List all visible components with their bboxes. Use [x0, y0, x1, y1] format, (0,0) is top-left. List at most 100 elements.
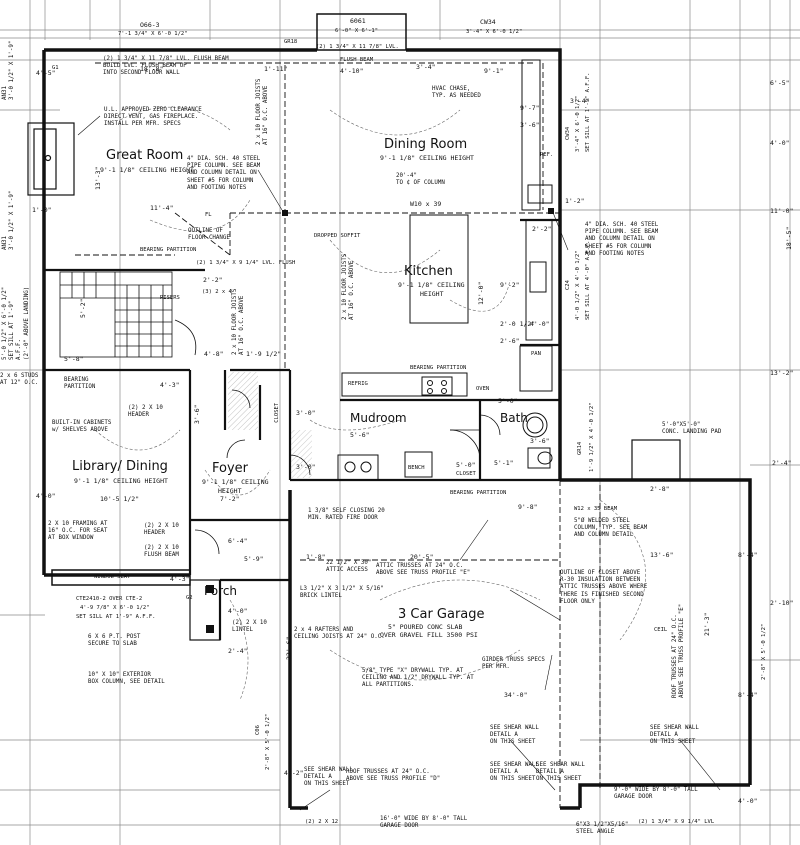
- dim-gar-1-8: 1'-8": [306, 553, 326, 561]
- fireplace: [27, 122, 75, 196]
- bay-top: [316, 13, 407, 51]
- dim-lib-4-3b: 4'-3": [170, 575, 190, 583]
- dim-great-11-4: 11'-4": [150, 204, 174, 212]
- dim-foyer-5-9: 5'-9": [244, 555, 264, 563]
- dim-stair-1-9: 1'-9 1/2": [246, 350, 282, 358]
- dim-kit-2-2: 2'-2": [532, 225, 552, 233]
- dim-right-1-2: 1'-2": [565, 197, 585, 205]
- dim-dining-3-6: 3'-6": [520, 121, 540, 129]
- closet-label-1: CLOSET: [456, 471, 476, 477]
- dining-room-ceiling: 9'-1 1/8" CEILING HEIGHT: [380, 154, 474, 162]
- kitchen-ceiling-1: 9'-1 1/8" CEILING: [398, 281, 465, 289]
- steel-angle-note: 6"X3 1/2"X5/16" STEEL ANGLE: [576, 822, 629, 836]
- two-by-four-note: (3) 2 x 4: [202, 289, 232, 295]
- flush-beam-note: FLUSH BEAM: [340, 57, 374, 63]
- gr18-tag: GR18: [284, 39, 298, 45]
- bench-label: BENCH: [408, 465, 425, 471]
- dim-foyer-6-4: 6'-4": [228, 537, 248, 545]
- framing-seat-note: 2 X 10 FRAMING AT 16" O.C. FOR SEAT AT B…: [48, 521, 108, 542]
- bay-window-seat-box: [51, 569, 191, 586]
- left-window-note-3: 5'-0 1/2" X 6'-0 1/2" SET SILL AT 1'-9" …: [2, 286, 30, 360]
- dim-right-11-0: 11'-0": [770, 207, 794, 215]
- cw34-top-tag: CW34: [480, 18, 496, 26]
- o66-tag: O66-3: [140, 21, 160, 29]
- welded-col-note: 5"Ø WELDED STEEL COLUMN, TYP. SEE BEAM A…: [574, 518, 648, 539]
- header-note-3: (2) 2 X 10 FLUSH BEAM: [144, 545, 179, 559]
- dim-foyer-3-6: 3'-6": [193, 404, 201, 424]
- refrig-label: REFRIG: [348, 381, 368, 387]
- drywall-note: 5/8" TYPE "X" DRYWALL TYP. AT CEILING AN…: [362, 668, 474, 689]
- dim-right-6-5: 6'-5": [770, 79, 790, 87]
- dim-kit-4-0: 4'-0": [530, 320, 550, 328]
- dim-porch-2-4: 2'-4": [228, 647, 248, 655]
- great-room-label: Great Room: [106, 148, 184, 163]
- attic-closet-note: OUTLINE OF CLOSET ABOVE R-30 INSULATION …: [560, 570, 648, 605]
- build-lvl-note: (2) 1 3/4" X 11 7/8" LVL. FLUSH BEAM BUI…: [103, 56, 229, 77]
- dim-top-1-11: 1'-11": [264, 65, 288, 73]
- foyer-ceiling-2: HEIGHT: [218, 487, 242, 495]
- great-room-ceiling: 9'-1 1/8" CEILING HEIGHT: [100, 166, 194, 174]
- dim-left-13-3: 13'-3": [94, 166, 102, 190]
- g1-tag: G1: [52, 65, 59, 71]
- sill-note-1: SET SILL AT 1'-9" A.F.F.: [76, 614, 156, 620]
- garage-slab-1: 5" POURED CONC SLAB: [388, 623, 463, 631]
- c06-tag: C06: [255, 725, 261, 735]
- post-note: 6 X 6 P.T. POST SECURE TO SLAB: [88, 634, 141, 648]
- g2-tag: G2: [186, 595, 193, 601]
- brick-lintel-note: L3 1/2" X 3 1/2" X 5/16" BRICK LINTEL: [300, 586, 384, 600]
- fireplace-note: U.L. APPROVED ZERO CLEARANCE DIRECT VENT…: [104, 107, 202, 128]
- c24-size: 4'-0 1/2" X 4'-0 1/2": [575, 250, 581, 320]
- shear-wall-note-1: SEE SHEAR WALL DETAIL A ON THIS SHEET: [490, 725, 539, 746]
- dim-stair-2-2: 2'-2": [203, 276, 223, 284]
- right-window-size: 2'-8" X 5'-0 1/2": [761, 623, 767, 680]
- dropped-soffit-note: DROPPED SOFFIT: [314, 233, 361, 239]
- foyer-label: Foyer: [212, 461, 249, 476]
- dim-stair-5-8: 5'-8": [64, 355, 84, 363]
- dim-gar-13-6: 13'-6": [650, 551, 674, 559]
- bearing-partition-2: BEARING PARTITION: [410, 365, 467, 371]
- pan-label: PAN: [531, 351, 541, 357]
- dim-gar-9-8: 9'-8": [518, 503, 538, 511]
- header-2x12-note-2: (2) 1 3/4" X 9 1/4" LVL: [638, 819, 715, 825]
- outline-floor-note: OUTLINE OF FLOOR CHANGE: [188, 228, 230, 242]
- o66-size: 7'-1 3/4" X 6'-0 1/2": [118, 31, 188, 37]
- floor-joists-note-2: 2 x 10 FLOOR JOISTS AT 16" O.C. ABOVE: [342, 253, 356, 320]
- dim-kit-9-2: 9'-2": [500, 281, 520, 289]
- bearing-partition-4: BEARING PARTITION: [450, 490, 507, 496]
- dim-kit-2-0: 2'-0 1/2": [500, 320, 536, 328]
- dim-kit-2-6: 2'-6": [500, 337, 520, 345]
- leader-lines: [77, 115, 721, 811]
- dim-right-2-10: 2'-10": [770, 599, 794, 607]
- door-swings: [194, 389, 501, 555]
- header-note-1: (2) 2 X 10 HEADER: [128, 405, 163, 419]
- sel-closing-note: 1 3/8" SELF CLOSING 20 MIN. RATED FIRE D…: [308, 508, 385, 522]
- steel-col-note-2: 4" DIA. SCH. 40 STEEL PIPE COLUMN. SEE B…: [585, 222, 659, 257]
- dim-gar-22-6: 22'-6": [285, 636, 293, 660]
- c06-size: 2'-8" X 5'-0 1/2": [265, 713, 271, 770]
- garage-label: 3 Car Garage: [398, 607, 485, 622]
- library-ceiling: 9'-1 1/8" CEILING HEIGHT: [74, 477, 168, 485]
- dim-gar-2-8: 2'-8": [650, 485, 670, 493]
- shear-wall-note-2: SEE SHEAR WALL DETAIL A ON THIS SHEET: [490, 762, 539, 783]
- left-window-note-2: AN31 3'-0 1/2" X 1'-9": [2, 190, 16, 250]
- bath-label: Bath: [500, 411, 528, 425]
- closet-hatch: [228, 372, 258, 430]
- built-in-note: BUILT-IN CABINETS w/ SHELVES ABOVE: [52, 420, 112, 434]
- w12x35-note: W12 x 35 BEAM: [574, 506, 618, 512]
- dim-mud-5-1: 5'-1": [494, 459, 514, 467]
- floor-joists-note-1: 2 x 10 FLOOR JOISTS AT 16" O.C. ABOVE: [256, 78, 270, 145]
- closet-label-2: CLOSET: [274, 402, 281, 423]
- exterior-walls: [42, 48, 752, 810]
- bearing-partition-1: BEARING PARTITION: [140, 247, 197, 253]
- dim-top-18-8: 18'-8": [140, 65, 164, 73]
- w10x39-note: W10 x 39: [410, 200, 442, 208]
- top-window-size: 6'-0" X 6'-1": [335, 28, 379, 34]
- dim-right-13-2: 13'-2": [770, 369, 794, 377]
- rafters-note: 2 x 4 RAFTERS AND CEILING JOISTS AT 24" …: [294, 627, 385, 641]
- beams-dashed: [75, 62, 601, 808]
- gr14-size: 1'-9 1/2" X 4'-0 1/2": [589, 402, 595, 472]
- dim-gar-4-2: 4'-2": [284, 769, 304, 777]
- window-seat-label: WINDOW SEAT: [94, 574, 131, 580]
- dim-lib-4-3: 4'-3": [160, 381, 180, 389]
